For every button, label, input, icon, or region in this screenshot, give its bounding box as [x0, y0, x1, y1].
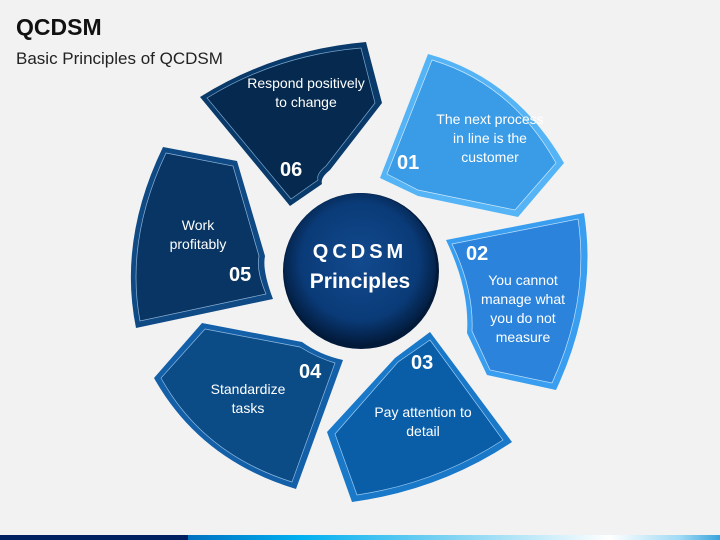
- segment-02-shape: [446, 213, 588, 390]
- segment-06-number: 06: [280, 159, 303, 181]
- center-circle: [284, 193, 436, 345]
- segment-01-number: 01: [397, 152, 420, 174]
- segment-02-text: You cannot manage what you do not measur…: [480, 272, 566, 345]
- segment-03-number: 03: [411, 352, 434, 374]
- center-title: QCDSM: [312, 241, 408, 263]
- segment-01-text: The next process in line is the customer: [436, 111, 544, 165]
- center-subtitle: Principles: [309, 270, 411, 293]
- footer-accent-bar: [0, 535, 720, 540]
- segment-04-shape: [154, 323, 343, 489]
- segment-01-shape: [380, 54, 564, 217]
- segment-04-number: 04: [299, 361, 322, 383]
- segment-05-shape: [130, 147, 273, 328]
- segment-03-text: Pay attention to detail: [374, 404, 472, 439]
- slide-title: QCDSM: [16, 14, 102, 40]
- segment-04-text: Standardize tasks: [210, 381, 286, 416]
- segment-05-number: 05: [229, 264, 252, 286]
- segment-03-shape: [327, 332, 512, 502]
- segment-02-number: 02: [466, 243, 489, 265]
- segment-06-shape: [200, 42, 382, 206]
- segment-06-text: Respond positively to change: [247, 75, 365, 110]
- slide-subtitle: Basic Principles of QCDSM: [16, 49, 223, 68]
- segment-05-text: Work profitably: [169, 217, 227, 252]
